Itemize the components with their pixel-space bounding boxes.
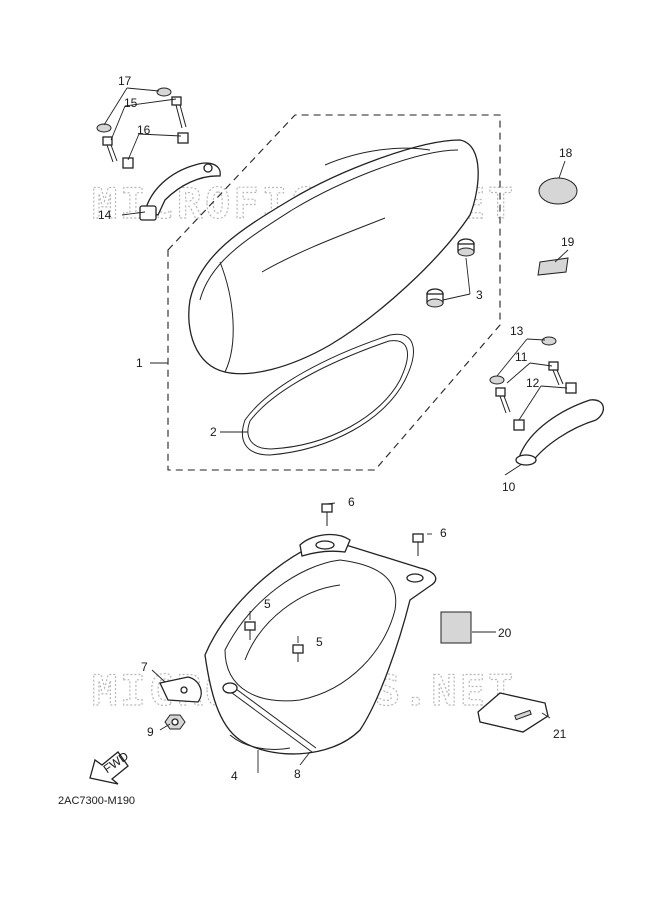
owners-manual bbox=[477, 692, 549, 733]
damper-rubber-bottom bbox=[426, 288, 444, 308]
callout-19: 19 bbox=[561, 235, 575, 249]
seat bbox=[188, 139, 479, 375]
storage-bucket bbox=[204, 533, 437, 755]
callout-6b: 6 bbox=[440, 526, 447, 540]
callout-16: 16 bbox=[137, 123, 151, 137]
callout-6a: 6 bbox=[348, 495, 355, 509]
leader-lines bbox=[103, 87, 569, 773]
collar-16 bbox=[122, 132, 189, 169]
bolt-6-right bbox=[412, 533, 424, 556]
callout-12: 12 bbox=[526, 376, 540, 390]
nut-9 bbox=[164, 714, 186, 730]
damper-rubber-top bbox=[457, 238, 475, 257]
emblem bbox=[538, 177, 578, 205]
callout-2: 2 bbox=[210, 425, 217, 439]
bolt-6-left bbox=[321, 503, 333, 526]
seat-assembly-boundary bbox=[167, 114, 501, 471]
bracket-7 bbox=[159, 676, 202, 703]
callout-3: 3 bbox=[476, 288, 483, 302]
bolt-15 bbox=[171, 96, 187, 129]
callout-7: 7 bbox=[141, 660, 148, 674]
cap-17b bbox=[96, 123, 112, 133]
cap-17 bbox=[156, 87, 172, 97]
callout-13: 13 bbox=[510, 324, 524, 338]
callout-8: 8 bbox=[294, 767, 301, 781]
cap-13 bbox=[541, 336, 557, 346]
fwd-arrow-icon: FWD bbox=[89, 749, 131, 785]
seat-seal bbox=[241, 333, 414, 456]
callout-5a: 5 bbox=[264, 597, 271, 611]
callout-5b: 5 bbox=[316, 635, 323, 649]
label-20 bbox=[440, 611, 472, 644]
bolt-15b bbox=[102, 136, 118, 163]
label-19 bbox=[537, 257, 569, 276]
callout-10: 10 bbox=[502, 480, 516, 494]
callout-14: 14 bbox=[98, 208, 112, 222]
bolt-5-left bbox=[244, 621, 256, 640]
callout-11: 11 bbox=[515, 350, 528, 364]
callout-20: 20 bbox=[498, 626, 512, 640]
callout-1: 1 bbox=[136, 356, 143, 370]
rod-8 bbox=[222, 682, 317, 753]
callout-18: 18 bbox=[559, 146, 573, 160]
diagram-code: 2AC7300-M190 bbox=[58, 795, 136, 807]
callout-21: 21 bbox=[553, 727, 567, 741]
callout-15: 15 bbox=[124, 96, 138, 110]
callout-17: 17 bbox=[118, 74, 132, 88]
cap-13b bbox=[489, 375, 505, 385]
callout-4: 4 bbox=[231, 769, 238, 783]
callout-9: 9 bbox=[147, 725, 154, 739]
bolt-5-right bbox=[292, 644, 304, 662]
grip-right bbox=[515, 399, 604, 466]
bolt-11 bbox=[495, 361, 564, 414]
